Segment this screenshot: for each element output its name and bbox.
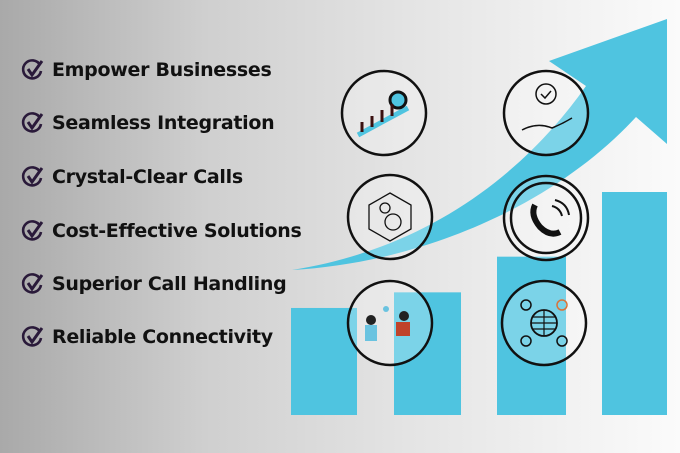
feature-item: Empower Businesses (20, 56, 272, 84)
phone-call-icon (502, 174, 590, 262)
integration-gears-icon (346, 173, 434, 261)
feature-item: Crystal-Clear Calls (20, 163, 243, 191)
feature-item: Reliable Connectivity (20, 323, 273, 351)
check-circle-icon (21, 273, 44, 294)
feature-label: Seamless Integration (52, 112, 275, 134)
feature-item: Seamless Integration (20, 109, 275, 137)
feature-label: Reliable Connectivity (52, 326, 273, 348)
feature-label: Cost-Effective Solutions (52, 220, 302, 242)
feature-item: Superior Call Handling (20, 270, 287, 298)
check-circle-icon (21, 326, 44, 347)
feature-label: Empower Businesses (52, 59, 272, 81)
check-circle-icon (21, 166, 44, 187)
team-growth-icon (340, 69, 428, 157)
feature-label: Superior Call Handling (52, 273, 287, 295)
growth-bar (291, 307, 357, 415)
check-circle-icon (21, 220, 44, 241)
feature-item: Cost-Effective Solutions (20, 217, 302, 245)
check-circle-icon (21, 59, 44, 80)
global-network-icon (500, 279, 588, 367)
idea-hand-icon (502, 69, 590, 157)
feature-label: Crystal-Clear Calls (52, 166, 243, 188)
team-collaboration-icon (346, 279, 434, 367)
check-circle-icon (21, 112, 44, 133)
growth-arrow (292, 19, 667, 270)
growth-bar (602, 192, 667, 415)
